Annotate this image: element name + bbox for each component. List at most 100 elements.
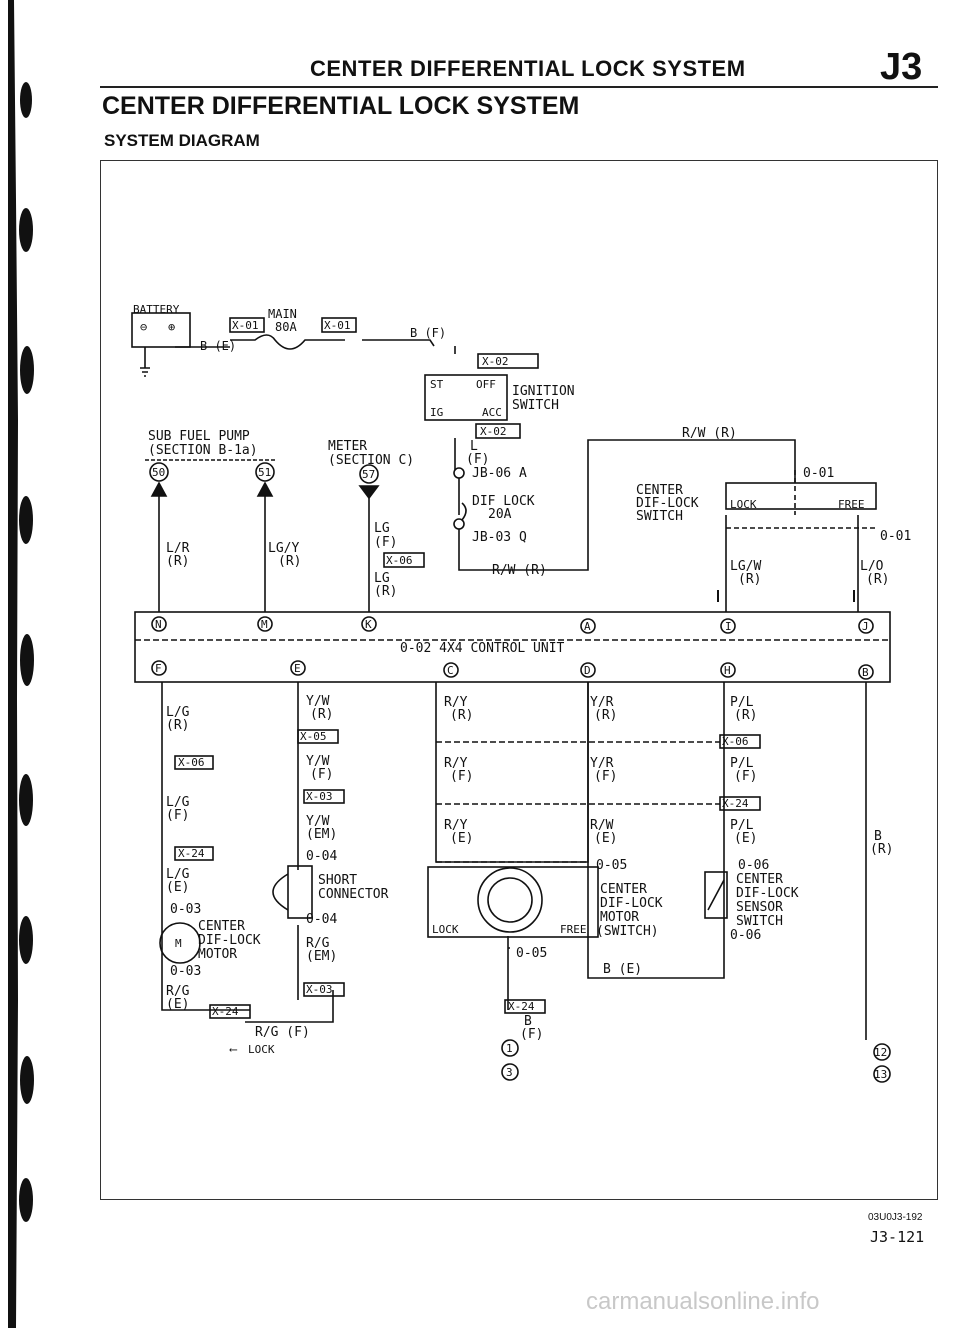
running-title: CENTER DIFFERENTIAL LOCK SYSTEM <box>310 56 746 81</box>
o01-top: 0-01 <box>803 466 834 481</box>
meter-section: (SECTION C) <box>328 453 414 468</box>
dif-lock-fuse-amp: 20A <box>488 507 512 522</box>
wire-lgy: LG/Y <box>268 541 299 556</box>
page-title: CENTER DIFFERENTIAL LOCK SYSTEM <box>102 92 580 120</box>
center-sensor-1: CENTER <box>736 872 783 887</box>
pin-b: B <box>862 666 869 679</box>
dif-lock-label: DIF-LOCK <box>636 496 699 511</box>
wire-yr-1-r: (R) <box>594 708 617 723</box>
wire-rw-3: R/W <box>590 818 614 833</box>
wiring <box>131 312 891 1083</box>
wire-ry-2: R/Y <box>444 756 468 771</box>
wire-pl-1-r: (R) <box>734 708 757 723</box>
connector-x01-left <box>229 317 265 333</box>
wire-rg-e: R/G <box>166 984 190 999</box>
wire-lg-r: (R) <box>374 584 397 599</box>
connector-label-x02b: X-02 <box>480 425 507 438</box>
center-motor-sw-4: (SWITCH) <box>596 924 659 939</box>
lock-arrow: ⟵ <box>229 1043 238 1056</box>
wire-yr-2-f: (F) <box>594 769 617 784</box>
motor-switch-box <box>427 866 599 938</box>
connector-label-x06-left: X-06 <box>178 756 205 769</box>
wire-yw-2-f: (F) <box>310 767 333 782</box>
wire-lg-2-f: (F) <box>166 808 189 823</box>
wire-b-right-r: (R) <box>870 842 893 857</box>
connector-x01-right <box>321 317 357 333</box>
o05-bottom: 0-05 <box>516 946 547 961</box>
binding-edge <box>8 0 34 1328</box>
wire-yr-2: Y/R <box>590 756 614 771</box>
o04-top: 0-04 <box>306 849 337 864</box>
wire-yw-1-r: (R) <box>310 707 333 722</box>
o01-bottom: 0-01 <box>880 529 911 544</box>
battery-label: BATTERY <box>133 303 180 316</box>
wire-rg-em2: (EM) <box>306 949 337 964</box>
pin-a: A <box>584 620 591 633</box>
meter-label: METER <box>328 439 367 454</box>
wire-pl-2: P/L <box>730 756 754 771</box>
connector-label-x05: X-05 <box>300 730 327 743</box>
sub-fuel-pump-section: (SECTION B-1a) <box>148 443 258 458</box>
wire-yw-2: Y/W <box>306 754 330 769</box>
wire-yw-1: Y/W <box>306 694 330 709</box>
wire-lg-bottom: LG <box>374 571 390 586</box>
wire-lg-2: L/G <box>166 795 190 810</box>
wire-rg-em: R/G <box>306 936 330 951</box>
wire-lgy-r: (R) <box>278 554 301 569</box>
wire-l: L <box>470 439 478 454</box>
ground-13: 13 <box>874 1068 887 1081</box>
wire-ry-3: R/Y <box>444 818 468 833</box>
wire-lg-1-r: (R) <box>166 718 189 733</box>
wire-rg-f: R/G (F) <box>255 1025 310 1040</box>
center-motor-sw-1: CENTER <box>600 882 647 897</box>
switch-caps-label: SWITCH <box>636 509 683 524</box>
center-sensor-3: SENSOR <box>736 900 783 915</box>
ign-acc: ACC <box>482 406 502 419</box>
ignition-switch-box <box>424 374 508 421</box>
terminal-51: 51 <box>258 466 271 479</box>
ground-1: 1 <box>506 1042 513 1055</box>
watermark: carmanualsonline.info <box>586 1288 820 1315</box>
ign-st: ST <box>430 378 444 391</box>
wire-lr: L/R <box>166 541 190 556</box>
connector-label-x24-bottom: X-24 <box>212 1005 239 1018</box>
connector-label-x03b: X-03 <box>306 983 333 996</box>
wire-lg-top: LG <box>374 521 390 536</box>
wire-ry-1: R/Y <box>444 695 468 710</box>
wire-pl-2-f: (F) <box>734 769 757 784</box>
connector-label-x24-right: X-24 <box>722 797 749 810</box>
wire-lgw: LG/W <box>730 559 761 574</box>
pin-d: D <box>584 664 591 677</box>
wire-rw-3-e: (E) <box>594 831 617 846</box>
connector-label-x06-right: X-06 <box>722 735 749 748</box>
jb03-label: JB-03 Q <box>472 530 527 545</box>
center-motor-1: CENTER <box>198 919 245 934</box>
ground-3: 3 <box>506 1066 513 1079</box>
control-unit-box <box>134 611 891 683</box>
jb06-label: JB-06 A <box>472 466 527 481</box>
page-number: J3-121 <box>870 1228 925 1246</box>
short-label: SHORT <box>318 873 357 888</box>
main-fuse-rating: 80A <box>275 320 297 334</box>
connector-label-x24-left: X-24 <box>178 847 205 860</box>
pin-f: F <box>155 662 162 675</box>
wire-lg-f: (F) <box>374 535 397 550</box>
switch-label: SWITCH <box>512 398 559 413</box>
free-position: FREE <box>838 498 865 511</box>
main-fuse-label: MAIN <box>268 307 297 321</box>
wire-yw-3-em: (EM) <box>306 827 337 842</box>
header-rule <box>100 86 938 88</box>
lock-position: LOCK <box>730 498 757 511</box>
center-motor-3: MOTOR <box>198 947 237 962</box>
wire-lr-r: (R) <box>166 554 189 569</box>
connector-label-x24-center: X-24 <box>508 1000 535 1013</box>
center-sensor-4: SWITCH <box>736 914 783 929</box>
terminal-57: 57 <box>362 468 375 481</box>
ground-12: 12 <box>874 1046 887 1059</box>
pin-c: C <box>447 664 454 677</box>
control-unit-label: 0-02 4X4 CONTROL UNIT <box>400 641 565 656</box>
wire-yr-1: Y/R <box>590 695 614 710</box>
wire-lgw-r: (R) <box>738 572 761 587</box>
wire-rg-e2: (E) <box>166 997 189 1012</box>
